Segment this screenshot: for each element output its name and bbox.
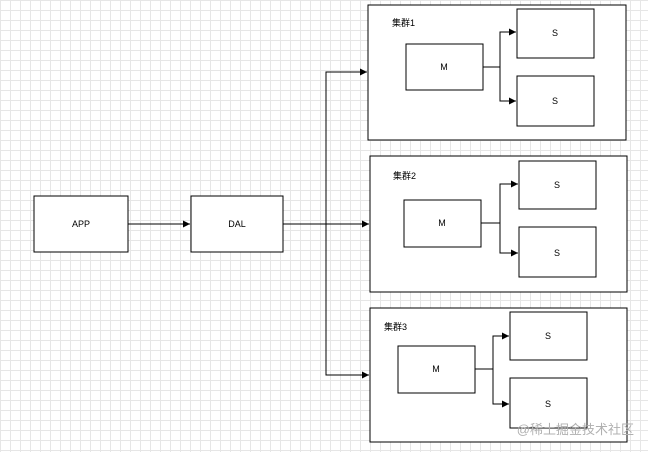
cluster-3-edge-master-to-slave-2 [492, 369, 509, 408]
cluster-3-edge-master-to-slave-1 [475, 332, 509, 370]
dal-node-label: DAL [228, 219, 246, 229]
cluster-2-slave-node-1: S [518, 160, 597, 210]
cluster-1-slave-node-1: S [516, 8, 595, 59]
cluster-2-edge-master-to-slave-2 [499, 223, 518, 257]
cluster-1-master-node: M [405, 43, 484, 91]
cluster-2-slave-2-label: S [554, 248, 560, 258]
cluster-3-slave-2-label: S [545, 399, 551, 409]
cluster-2-slave-node-2: S [518, 226, 597, 278]
cluster-1-edge-master-to-slave-2 [499, 67, 516, 105]
cluster-2-title: 集群2 [393, 170, 416, 181]
cluster-2-master-node: M [403, 199, 482, 248]
cluster-3-slave-node-1: S [509, 311, 588, 361]
cluster-2: 集群2 M S S [369, 155, 628, 293]
cluster-2-edge-master-to-slave-1 [481, 180, 518, 224]
cluster-1-title: 集群1 [392, 17, 415, 28]
cluster-3-title: 集群3 [384, 321, 407, 332]
cluster-1: 集群1 M S S [367, 4, 627, 141]
cluster-2-slave-1-label: S [554, 180, 560, 190]
cluster-3-slave-1-label: S [545, 331, 551, 341]
cluster-2-master-label: M [438, 218, 446, 228]
cluster-1-master-label: M [440, 62, 448, 72]
cluster-3-master-node: M [397, 345, 476, 394]
cluster-3-slave-node-2: S [509, 377, 588, 429]
cluster-1-slave-1-label: S [552, 28, 558, 38]
cluster-1-slave-node-2: S [516, 75, 595, 127]
cluster-3-master-label: M [432, 364, 440, 374]
app-node-label: APP [72, 219, 90, 229]
dal-node: DAL [190, 195, 284, 253]
app-node: APP [33, 195, 129, 253]
edge-dal-to-cluster-3 [325, 224, 369, 379]
cluster-1-edge-master-to-slave-1 [483, 28, 516, 68]
cluster-1-slave-2-label: S [552, 96, 558, 106]
cluster-3: 集群3 M S S [369, 307, 628, 443]
edge-dal-to-cluster-1 [283, 68, 367, 225]
